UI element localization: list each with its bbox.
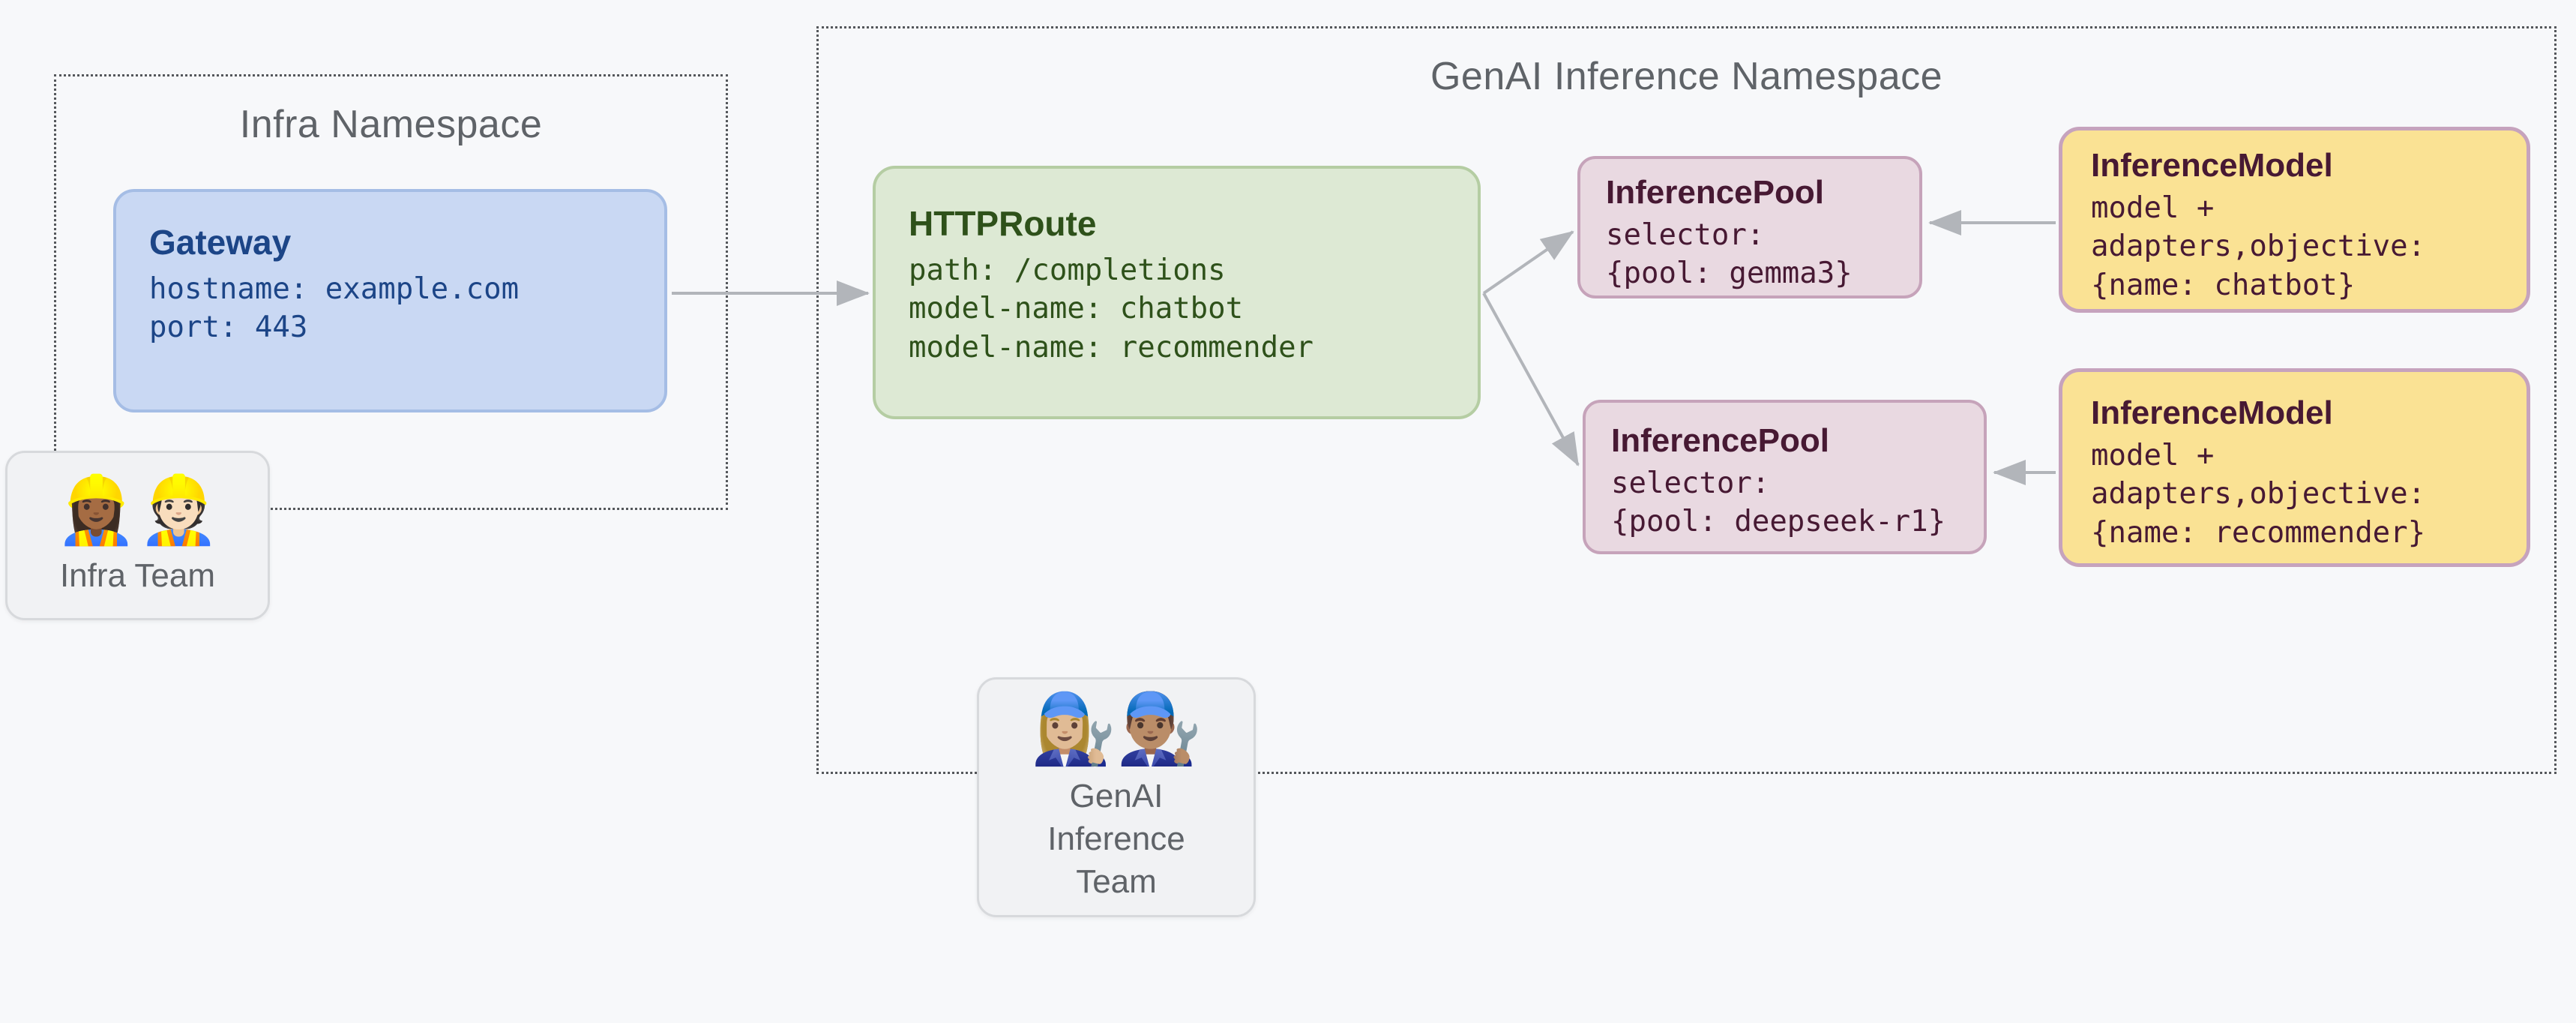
inferencemodel-recommender-line3: {name: recommender} xyxy=(2091,515,2426,550)
inferencepool-deepseek-selector-value: {pool: deepseek-r1} xyxy=(1611,505,1946,539)
gateway-title: Gateway xyxy=(149,223,292,262)
construction-workers-emoji: 👷🏾‍♀️👷🏻 xyxy=(55,472,220,547)
inferencemodel-chatbot-line2: adapters,objective: xyxy=(2091,230,2426,264)
gateway-port: port: 443 xyxy=(149,310,308,345)
infra-team-card: 👷🏾‍♀️👷🏻 Infra Team xyxy=(5,451,270,620)
inferencepool-gemma3-selector-value: {pool: gemma3} xyxy=(1606,256,1853,291)
infra-team-label: Infra Team xyxy=(59,556,216,594)
infra-namespace-title: Infra Namespace xyxy=(239,103,543,146)
httproute-model-chatbot: model-name: chatbot xyxy=(909,292,1244,326)
inferencemodel-chatbot-node: InferenceModel model + adapters,objectiv… xyxy=(2059,127,2530,313)
httproute-path: path: /completions xyxy=(909,254,1226,287)
httproute-model-recommender: model-name: recommender xyxy=(909,330,1314,364)
inferencemodel-chatbot-line3: {name: chatbot} xyxy=(2091,268,2356,302)
httproute-node: HTTPRoute path: /completions model-name:… xyxy=(873,166,1481,419)
inferencepool-deepseek-node: InferencePool selector: {pool: deepseek-… xyxy=(1583,400,1987,554)
inferencepool-gemma3-title: InferencePool xyxy=(1606,174,1824,211)
inferencemodel-chatbot-line1: model + xyxy=(2091,191,2215,225)
inferencepool-gemma3-node: InferencePool selector: {pool: gemma3} xyxy=(1577,156,1922,298)
genai-inference-team-card: 👩🏼‍🔧👨🏽‍🔧 GenAI Inference Team xyxy=(977,677,1256,917)
inferencemodel-recommender-line2: adapters,objective: xyxy=(2091,477,2426,512)
gateway-node: Gateway hostname: example.com port: 443 xyxy=(113,189,667,412)
inferencemodel-recommender-title: InferenceModel xyxy=(2091,394,2333,431)
genai-team-label: GenAI Inference Team xyxy=(1047,777,1185,901)
mechanics-emoji: 👩🏼‍🔧👨🏽‍🔧 xyxy=(1030,690,1203,767)
inferencemodel-recommender-node: InferenceModel model + adapters,objectiv… xyxy=(2059,368,2530,567)
inferencemodel-chatbot-title: InferenceModel xyxy=(2091,147,2333,184)
inferencepool-deepseek-selector: selector: xyxy=(1611,466,1770,500)
inferencemodel-recommender-line1: model + xyxy=(2091,439,2215,472)
genai-namespace-title: GenAI Inference Namespace xyxy=(1430,55,1943,98)
genai-namespace-box: GenAI Inference Namespace xyxy=(816,26,2557,774)
httproute-title: HTTPRoute xyxy=(909,204,1097,243)
inferencepool-gemma3-selector: selector: xyxy=(1606,218,1765,252)
gateway-hostname: hostname: example.com xyxy=(149,272,520,306)
infra-namespace-box: Infra Namespace xyxy=(54,74,728,510)
inferencepool-deepseek-title: InferencePool xyxy=(1611,422,1829,459)
